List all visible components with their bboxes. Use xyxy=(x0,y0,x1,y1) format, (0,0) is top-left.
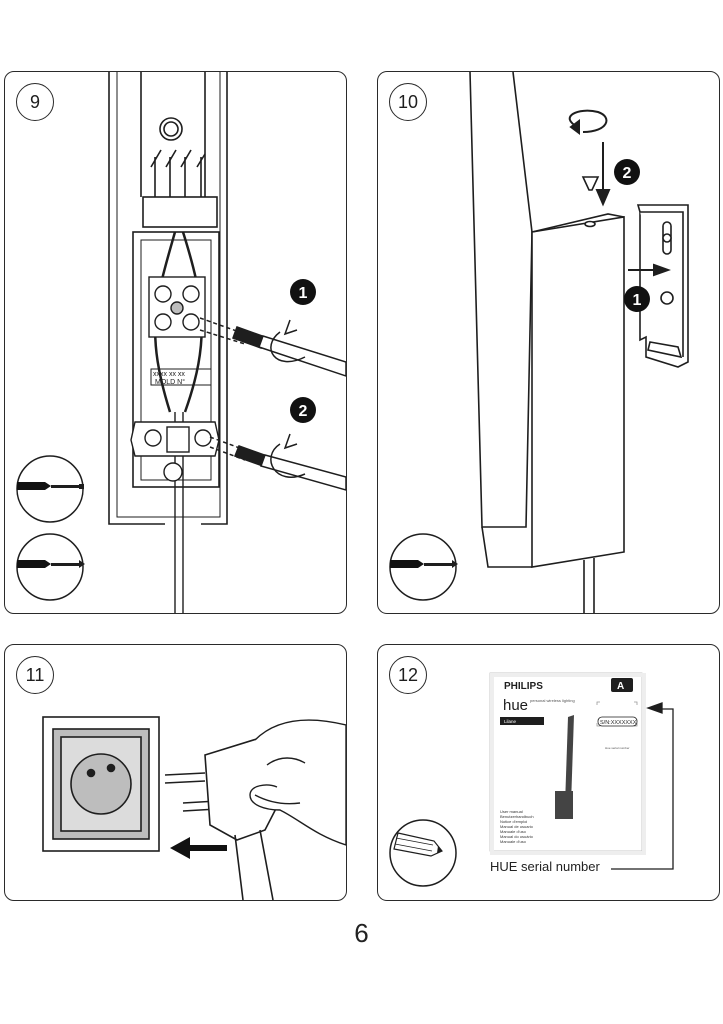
wall-socket xyxy=(42,716,160,852)
svg-text:2: 2 xyxy=(299,403,308,420)
energy-class-label: A xyxy=(617,681,624,692)
step-number-10: 10 xyxy=(389,83,427,121)
product-tagline: personal wireless lighting xyxy=(530,698,575,703)
pencil-icon xyxy=(389,819,457,887)
wire-connector xyxy=(148,276,206,338)
brand-logo: PHILIPS xyxy=(504,681,543,692)
luminaire-box xyxy=(531,216,625,568)
step-12-panel: 12 PHILIPS hue personal wireless lightin… xyxy=(377,644,720,901)
serial-sticker: S/N:XXXXXXX xyxy=(600,720,637,726)
callout-1: 1 xyxy=(624,286,650,312)
step-number-12: 12 xyxy=(389,656,427,694)
pull-arrow xyxy=(170,837,227,859)
flat-screwdriver-icon xyxy=(16,455,84,523)
callout-2: 2 xyxy=(290,397,316,423)
terminal-label-2: MOLD N° xyxy=(155,378,185,386)
user-manual: PHILIPS hue personal wireless lighting L… xyxy=(489,672,646,855)
terminal-label-1: xxxx xx xx xyxy=(153,371,185,378)
svg-text:Manual do usuário: Manual do usuário xyxy=(500,834,534,839)
step-9-panel: 9 xxxx xx xx xyxy=(4,71,347,614)
svg-text:1: 1 xyxy=(299,285,308,302)
serial-pointer-arrow xyxy=(611,702,674,870)
page-number: 6 xyxy=(354,918,369,948)
callout-1: 1 xyxy=(290,279,316,305)
svg-text:Manual de usuario: Manual de usuario xyxy=(500,824,534,829)
svg-text:Manuale d'uso: Manuale d'uso xyxy=(500,839,527,844)
product-logo: hue xyxy=(503,697,528,714)
luminaire-body xyxy=(108,72,165,525)
svg-text:2: 2 xyxy=(623,165,632,182)
screwdriver-2 xyxy=(209,433,346,491)
callout-2: 2 xyxy=(614,159,640,185)
step-9-illustration: xxxx xx xx MOLD N° xyxy=(16,72,346,613)
svg-text:Manuale d'uso: Manuale d'uso xyxy=(500,829,527,834)
step-10-panel: 10 xyxy=(377,71,720,614)
cable-clamp xyxy=(130,421,220,482)
serial-caption: Hue serial number xyxy=(605,746,630,750)
step-11-panel: 11 xyxy=(4,644,347,901)
step-12-illustration: PHILIPS hue personal wireless lighting L… xyxy=(389,672,674,887)
hand xyxy=(249,719,346,846)
svg-text:1: 1 xyxy=(633,292,642,309)
phillips-screwdriver-icon xyxy=(16,533,85,601)
step-number-11: 11 xyxy=(16,656,54,694)
serial-number-label: HUE serial number xyxy=(490,859,600,874)
svg-text:Notice d'emploi: Notice d'emploi xyxy=(500,819,527,824)
model-name: Lilane xyxy=(504,719,517,724)
screwdriver-1 xyxy=(199,317,346,377)
step-number-9: 9 xyxy=(16,83,54,121)
svg-text:Benutzerhandbuch: Benutzerhandbuch xyxy=(500,814,534,819)
plug xyxy=(164,736,284,900)
phillips-screwdriver-icon xyxy=(389,533,458,601)
step-10-illustration: 2 1 xyxy=(389,72,689,613)
step-11-illustration xyxy=(42,716,346,900)
svg-text:User manual: User manual xyxy=(500,809,523,814)
